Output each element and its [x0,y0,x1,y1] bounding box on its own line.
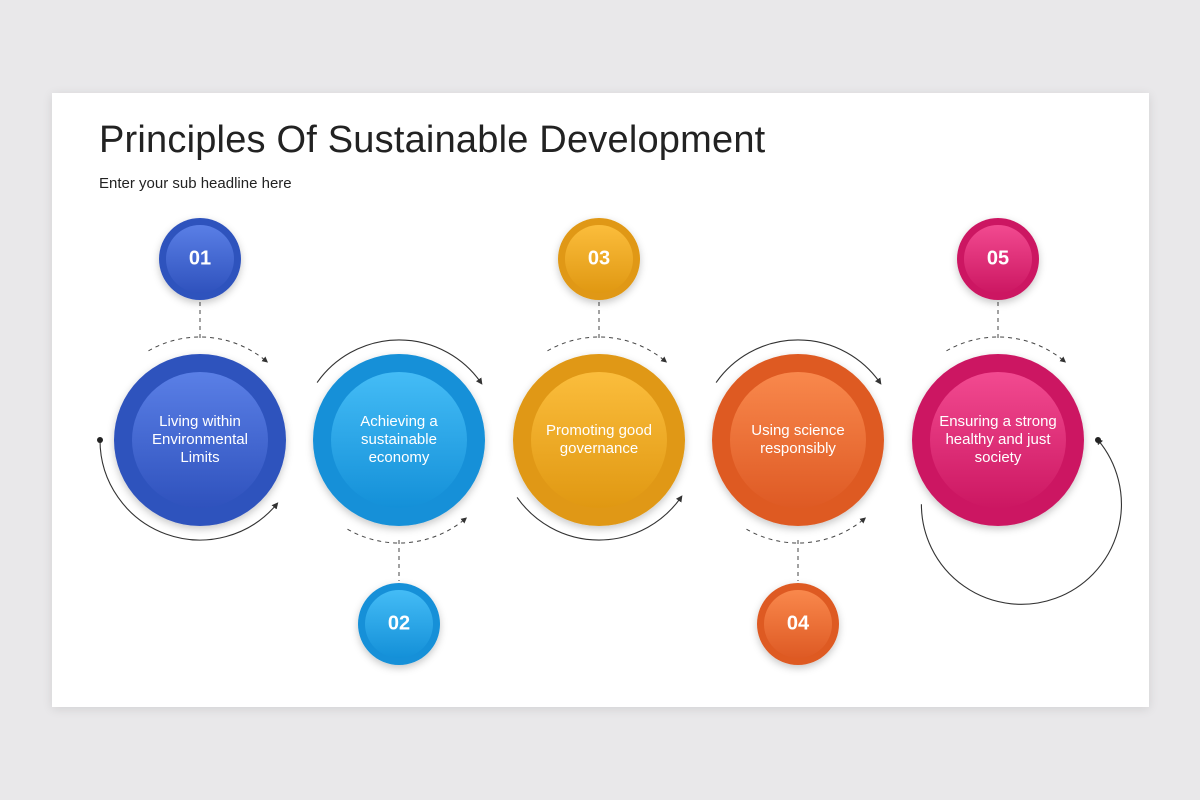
process-diagram [97,218,1122,665]
step-number-03: 03 [587,247,611,270]
orbit-arc-01 [99,439,279,541]
step-inner-circle-02 [331,372,467,508]
slide: Principles Of Sustainable Development En… [52,93,1149,707]
number-badge-inner-05 [964,225,1032,293]
number-badge-inner-01 [166,225,234,293]
step-inner-circle-01 [132,372,268,508]
step-inner-circle-03 [531,372,667,508]
step-label-03: Promoting good governance [546,422,652,457]
orbit-arc-02 [316,339,483,385]
step-label-04: Using science responsibly [751,422,845,457]
page-title: Principles Of Sustainable Development [99,119,766,161]
step-number-04: 04 [786,612,810,635]
step-label-05: Ensuring a strong healthy and just socie… [939,413,1057,466]
step-inner-circle-04 [730,372,866,508]
number-badge-inner-02 [365,590,433,658]
end-dot [1095,437,1101,443]
step-label-01: Living within Environmental Limits [152,413,248,466]
number-badge-inner-03 [565,225,633,293]
step-label-02: Achieving a sustainable economy [360,413,438,466]
orbit-arc-04 [715,339,882,385]
orbit-arc-05 [920,437,1122,605]
step-number-01: 01 [188,247,212,270]
page-subtitle: Enter your sub headline here [99,175,292,192]
step-inner-circle-05 [930,372,1066,508]
start-dot [97,437,103,443]
step-number-05: 05 [986,247,1010,270]
orbit-arc-03 [516,495,683,541]
number-badge-inner-04 [764,590,832,658]
step-number-02: 02 [387,612,411,635]
